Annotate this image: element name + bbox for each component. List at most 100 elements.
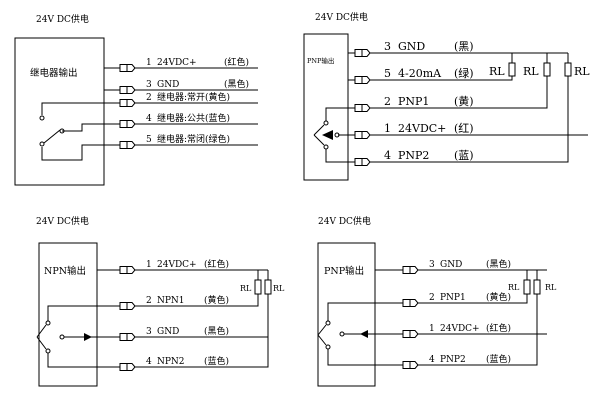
pnp-load-resistor-1 bbox=[523, 279, 531, 295]
pnp-wire-1-signal: 24VDC+ bbox=[440, 324, 480, 334]
relay-output-diagram: 24V DC供电 继电器输出 1 24VDC+ (红色) 3 GND (黑色) … bbox=[14, 13, 258, 186]
npn-wire-3-signal: GND bbox=[157, 327, 179, 337]
relay-wire-2-num: 2 bbox=[146, 93, 152, 103]
relay-sensor-box bbox=[14, 37, 105, 186]
pnp-load-label-2: RL bbox=[545, 283, 557, 292]
pnp-load-label-1: RL bbox=[508, 283, 520, 292]
pnp-loads: RL RL bbox=[508, 270, 557, 295]
pnp-analog-wire-4-num: 4 bbox=[384, 149, 391, 162]
pnp-wire-3-signal: GND bbox=[440, 260, 462, 270]
pnp-analog-wire-1: 1 24VDC+ (红) bbox=[322, 122, 588, 140]
npn-wire-4-signal: NPN2 bbox=[157, 357, 185, 367]
pnp-wire-4: 4 PNP2 (蓝色) bbox=[327, 294, 538, 369]
pnp-wire-4-signal: PNP2 bbox=[440, 355, 466, 365]
load-label-1: RL bbox=[489, 65, 505, 78]
npn-wire-1-num: 1 bbox=[146, 260, 152, 270]
pnp-analog-wire-1-signal: 24VDC+ bbox=[398, 122, 446, 135]
pnp-wire-3: 3 GND (黑色) bbox=[375, 258, 547, 274]
relay-wire-3-signal: GND bbox=[157, 80, 179, 90]
pnp-analog-wire-3-num: 3 bbox=[384, 40, 391, 53]
pnp-analog-wire-1-color: (红) bbox=[454, 122, 474, 135]
npn-sensor-box bbox=[38, 242, 98, 387]
relay-wire-1: 1 24VDC+ (红色) bbox=[104, 56, 258, 72]
npn-load-label-2: RL bbox=[273, 284, 285, 293]
relay-wire-5-signal: 继电器:常闭(绿色) bbox=[157, 133, 230, 145]
pnp-analog-wire-2-signal: PNP1 bbox=[398, 95, 429, 108]
npn-load-resistor-2 bbox=[264, 279, 272, 295]
pnp-analog-wire-4-signal: PNP2 bbox=[398, 149, 429, 162]
npn-box-label: NPN输出 bbox=[44, 265, 86, 277]
pnp-analog-wire-5-num: 5 bbox=[384, 67, 391, 80]
pnp-analog-diode-arrow-icon bbox=[322, 130, 333, 140]
relay-wire-4: 4 继电器:公共(蓝色) bbox=[62, 112, 258, 132]
npn-wire-1-signal: 24VDC+ bbox=[157, 260, 197, 270]
load-resistor-2 bbox=[543, 62, 551, 77]
pnp-analog-wire-2: 2 PNP1 (黄) bbox=[325, 76, 548, 121]
pnp-analog-wire-4-color: (蓝) bbox=[454, 149, 474, 162]
relay-wire-1-color: (红色) bbox=[224, 56, 249, 68]
relay-wire-4-signal: 继电器:公共(蓝色) bbox=[157, 112, 230, 124]
npn-wire-2: 2 NPN1 (黄色) bbox=[47, 294, 259, 321]
pnp-wire-2: 2 PNP1 (黄色) bbox=[327, 291, 528, 321]
pnp-supply-title: 24V DC供电 bbox=[318, 215, 371, 227]
npn-wire-3-num: 3 bbox=[146, 327, 152, 337]
load-resistor-3 bbox=[564, 62, 572, 77]
pnp-analog-box-label: PNP输出 bbox=[307, 56, 334, 65]
pnp-load-resistor-2 bbox=[533, 279, 541, 295]
npn-wire-3-color: (黑色) bbox=[204, 325, 229, 337]
pnp-analog-wire-5-signal: 4-20mA bbox=[398, 67, 442, 80]
relay-wire-4-num: 4 bbox=[146, 114, 152, 124]
relay-wire-2-signal: 继电器:常开(黄色) bbox=[157, 91, 230, 103]
relay-wire-5-num: 5 bbox=[146, 135, 152, 145]
pnp-analog-wire-3-color: (黑) bbox=[454, 40, 474, 53]
relay-supply-title: 24V DC供电 bbox=[36, 13, 89, 25]
pnp-wire-4-num: 4 bbox=[429, 355, 435, 365]
relay-box-label: 继电器输出 bbox=[30, 67, 78, 79]
npn-loads: RL RL bbox=[240, 270, 285, 295]
npn-output-switch bbox=[36, 320, 65, 354]
npn-load-resistor-1 bbox=[254, 279, 262, 295]
npn-wire-2-signal: NPN1 bbox=[157, 296, 185, 306]
pnp-analog-wire-3-signal: GND bbox=[398, 40, 425, 53]
pnp-analog-wire-5: 5 4-20mA (绿) bbox=[348, 66, 513, 84]
pnp-wire-4-color: (蓝色) bbox=[486, 353, 511, 365]
pnp-analog-diagram: 24V DC供电 PNP输出 3 GND (黑) 5 4-20mA (绿) 2 … bbox=[303, 11, 590, 181]
relay-wire-5: 5 继电器:常闭(绿色) bbox=[41, 133, 258, 161]
pnp-sensor-box bbox=[317, 242, 376, 387]
relay-wire-3-color: (黑色) bbox=[224, 78, 249, 90]
relay-wire-1-num: 1 bbox=[146, 58, 152, 68]
pnp-wire-2-color: (黄色) bbox=[486, 291, 511, 303]
pnp-output-diagram: 24V DC供电 PNP输出 3 GND (黑色) 2 PNP1 (黄色) 1 … bbox=[317, 215, 557, 387]
npn-supply-title: 24V DC供电 bbox=[36, 215, 89, 227]
load-label-2: RL bbox=[523, 65, 539, 78]
pnp-analog-wire-3: 3 GND (黑) bbox=[348, 40, 568, 57]
pnp-wire-1: 1 24VDC+ (红色) bbox=[344, 322, 547, 338]
pnp-wire-2-signal: PNP1 bbox=[440, 293, 466, 303]
npn-wire-3: 3 GND (黑色) bbox=[64, 325, 268, 341]
pnp-analog-sensor-box bbox=[303, 33, 349, 181]
relay-wire-2: 2 继电器:常开(黄色) bbox=[41, 91, 258, 115]
pnp-wire-3-num: 3 bbox=[429, 260, 435, 270]
relay-wire-3: 3 GND (黑色) bbox=[104, 78, 258, 94]
pnp-analog-loads: RL RL RL bbox=[489, 53, 590, 78]
pnp-wire-1-color: (红色) bbox=[486, 322, 511, 334]
pnp-analog-wire-1-num: 1 bbox=[384, 122, 391, 135]
npn-diode-arrow-icon bbox=[84, 333, 92, 341]
pnp-analog-wire-2-num: 2 bbox=[384, 95, 391, 108]
pnp-wire-1-num: 1 bbox=[429, 324, 435, 334]
npn-wire-2-color: (黄色) bbox=[204, 294, 229, 306]
pnp-analog-wire-4: 4 PNP2 (蓝) bbox=[325, 76, 569, 166]
load-resistor-1 bbox=[508, 62, 516, 77]
pnp-analog-wire-5-color: (绿) bbox=[454, 66, 474, 80]
pnp-box-label: PNP输出 bbox=[324, 265, 364, 277]
npn-output-diagram: 24V DC供电 NPN输出 1 24VDC+ (红色) 2 NPN1 (黄色)… bbox=[36, 215, 285, 387]
pnp-analog-supply-title: 24V DC供电 bbox=[315, 11, 368, 23]
pnp-analog-output-switch bbox=[313, 120, 340, 150]
npn-wire-4-num: 4 bbox=[146, 357, 152, 367]
relay-contact-switch bbox=[39, 115, 65, 147]
npn-wire-4: 4 NPN2 (蓝色) bbox=[47, 294, 269, 371]
pnp-output-switch bbox=[317, 320, 345, 350]
pnp-analog-wire-2-color: (黄) bbox=[454, 94, 474, 108]
pnp-wire-2-num: 2 bbox=[429, 293, 435, 303]
pnp-diode-arrow-icon bbox=[360, 330, 368, 338]
